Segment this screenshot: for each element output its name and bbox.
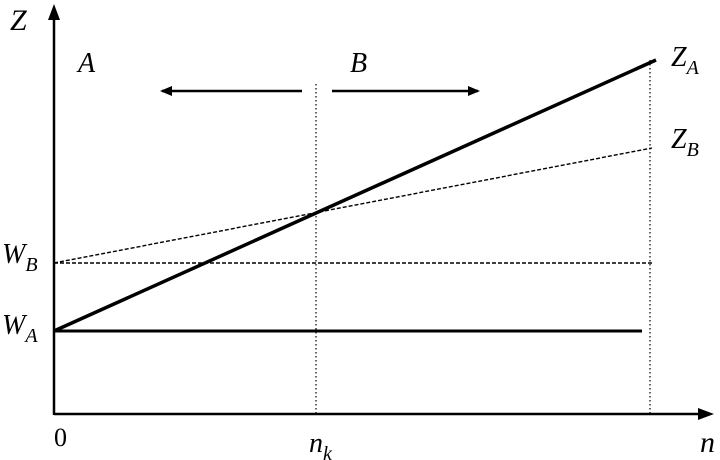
wa-label: WA <box>2 310 38 347</box>
zb-line <box>53 147 653 264</box>
x-axis-arrowhead <box>698 408 714 420</box>
wb-label: WB <box>2 239 38 276</box>
y-axis-arrowhead <box>48 4 60 20</box>
y-axis-label: Z <box>10 4 27 37</box>
za-line <box>53 58 657 333</box>
region-b-label: B <box>350 48 367 79</box>
x-axis-label: n <box>700 426 715 459</box>
zb-label: ZB <box>671 124 699 161</box>
nk-tick-label: nk <box>309 428 333 460</box>
region-a-label: A <box>76 48 96 79</box>
origin-label: 0 <box>54 423 67 452</box>
za-label: ZA <box>671 42 700 79</box>
